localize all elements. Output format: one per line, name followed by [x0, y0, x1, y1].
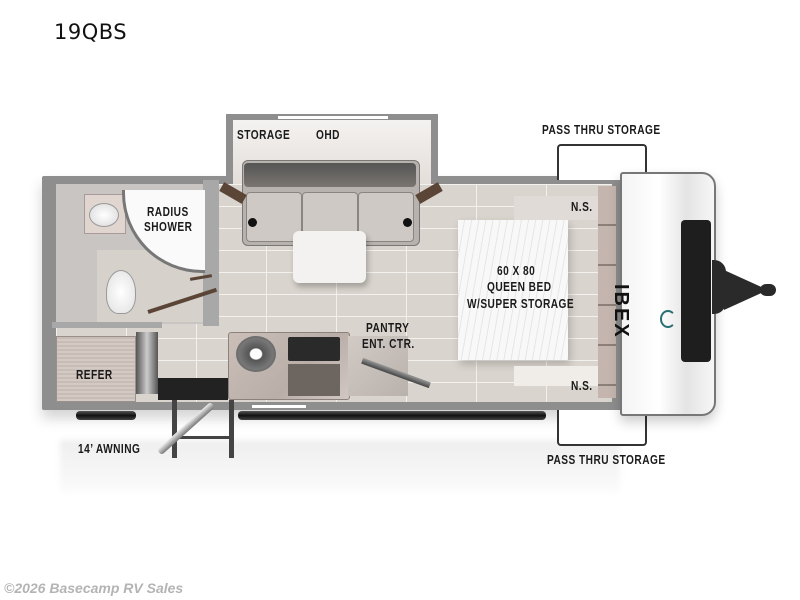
front-window — [681, 220, 711, 362]
label-radius-shower-1: RADIUS — [147, 204, 189, 219]
entry-step-left — [172, 400, 177, 458]
toilet — [106, 270, 136, 314]
hitch-coupler — [760, 284, 776, 296]
ground-shadow — [60, 440, 620, 492]
refrigerator — [56, 336, 136, 402]
awning-roller-right — [238, 411, 546, 420]
dinette-table — [293, 231, 366, 283]
sofa-seat-right — [358, 192, 414, 242]
label-pass-thru-bottom: PASS THRU STORAGE — [547, 452, 666, 467]
sofa-back — [244, 163, 416, 187]
label-storage: STORAGE — [237, 127, 291, 142]
hitch-jack — [712, 260, 726, 314]
cupholder-left-icon — [248, 218, 257, 227]
label-bed-1: 60 X 80 — [497, 263, 536, 278]
headboard-cabinet — [598, 186, 616, 398]
cupholder-right-icon — [403, 218, 412, 227]
label-radius-shower-2: SHOWER — [144, 219, 193, 234]
nightstand-bottom — [514, 366, 598, 386]
label-pantry-2: ENT. CTR. — [362, 336, 415, 351]
ibex-emblem-icon — [660, 310, 676, 328]
label-refer: REFER — [76, 367, 113, 382]
label-bed-3: W/SUPER STORAGE — [467, 296, 575, 311]
step-light — [252, 405, 306, 408]
entry-well — [158, 378, 228, 400]
model-title: 19QBS — [54, 20, 128, 44]
label-nightstand-top: N.S. — [571, 199, 593, 214]
queen-bed — [458, 220, 568, 360]
sink-basin — [236, 336, 276, 372]
pass-thru-storage-bottom — [557, 410, 647, 446]
sink — [89, 203, 119, 227]
entry-step-tread — [172, 436, 234, 439]
label-pantry-1: PANTRY — [366, 320, 410, 335]
label-ohd: OHD — [316, 127, 340, 142]
awning-roller-left — [76, 411, 136, 420]
sofa-seat-left — [246, 192, 302, 242]
label-awning: 14’ AWNING — [78, 441, 141, 456]
bathroom-wall-right — [203, 180, 219, 326]
stove-cooktop — [288, 337, 340, 361]
label-nightstand-bottom: N.S. — [571, 378, 593, 393]
bathroom-wall-bottom — [52, 322, 162, 328]
refer-door — [136, 332, 158, 394]
nightstand-top — [514, 196, 598, 220]
copyright-watermark: ©2026 Basecamp RV Sales — [4, 580, 184, 596]
label-bed-2: QUEEN BED — [487, 279, 552, 294]
label-pass-thru-top: PASS THRU STORAGE — [542, 122, 661, 137]
ibex-logo: IBEX — [610, 284, 632, 339]
slideout-highlight — [278, 116, 388, 119]
entry-step-right — [229, 400, 234, 458]
oven-front — [288, 364, 340, 396]
